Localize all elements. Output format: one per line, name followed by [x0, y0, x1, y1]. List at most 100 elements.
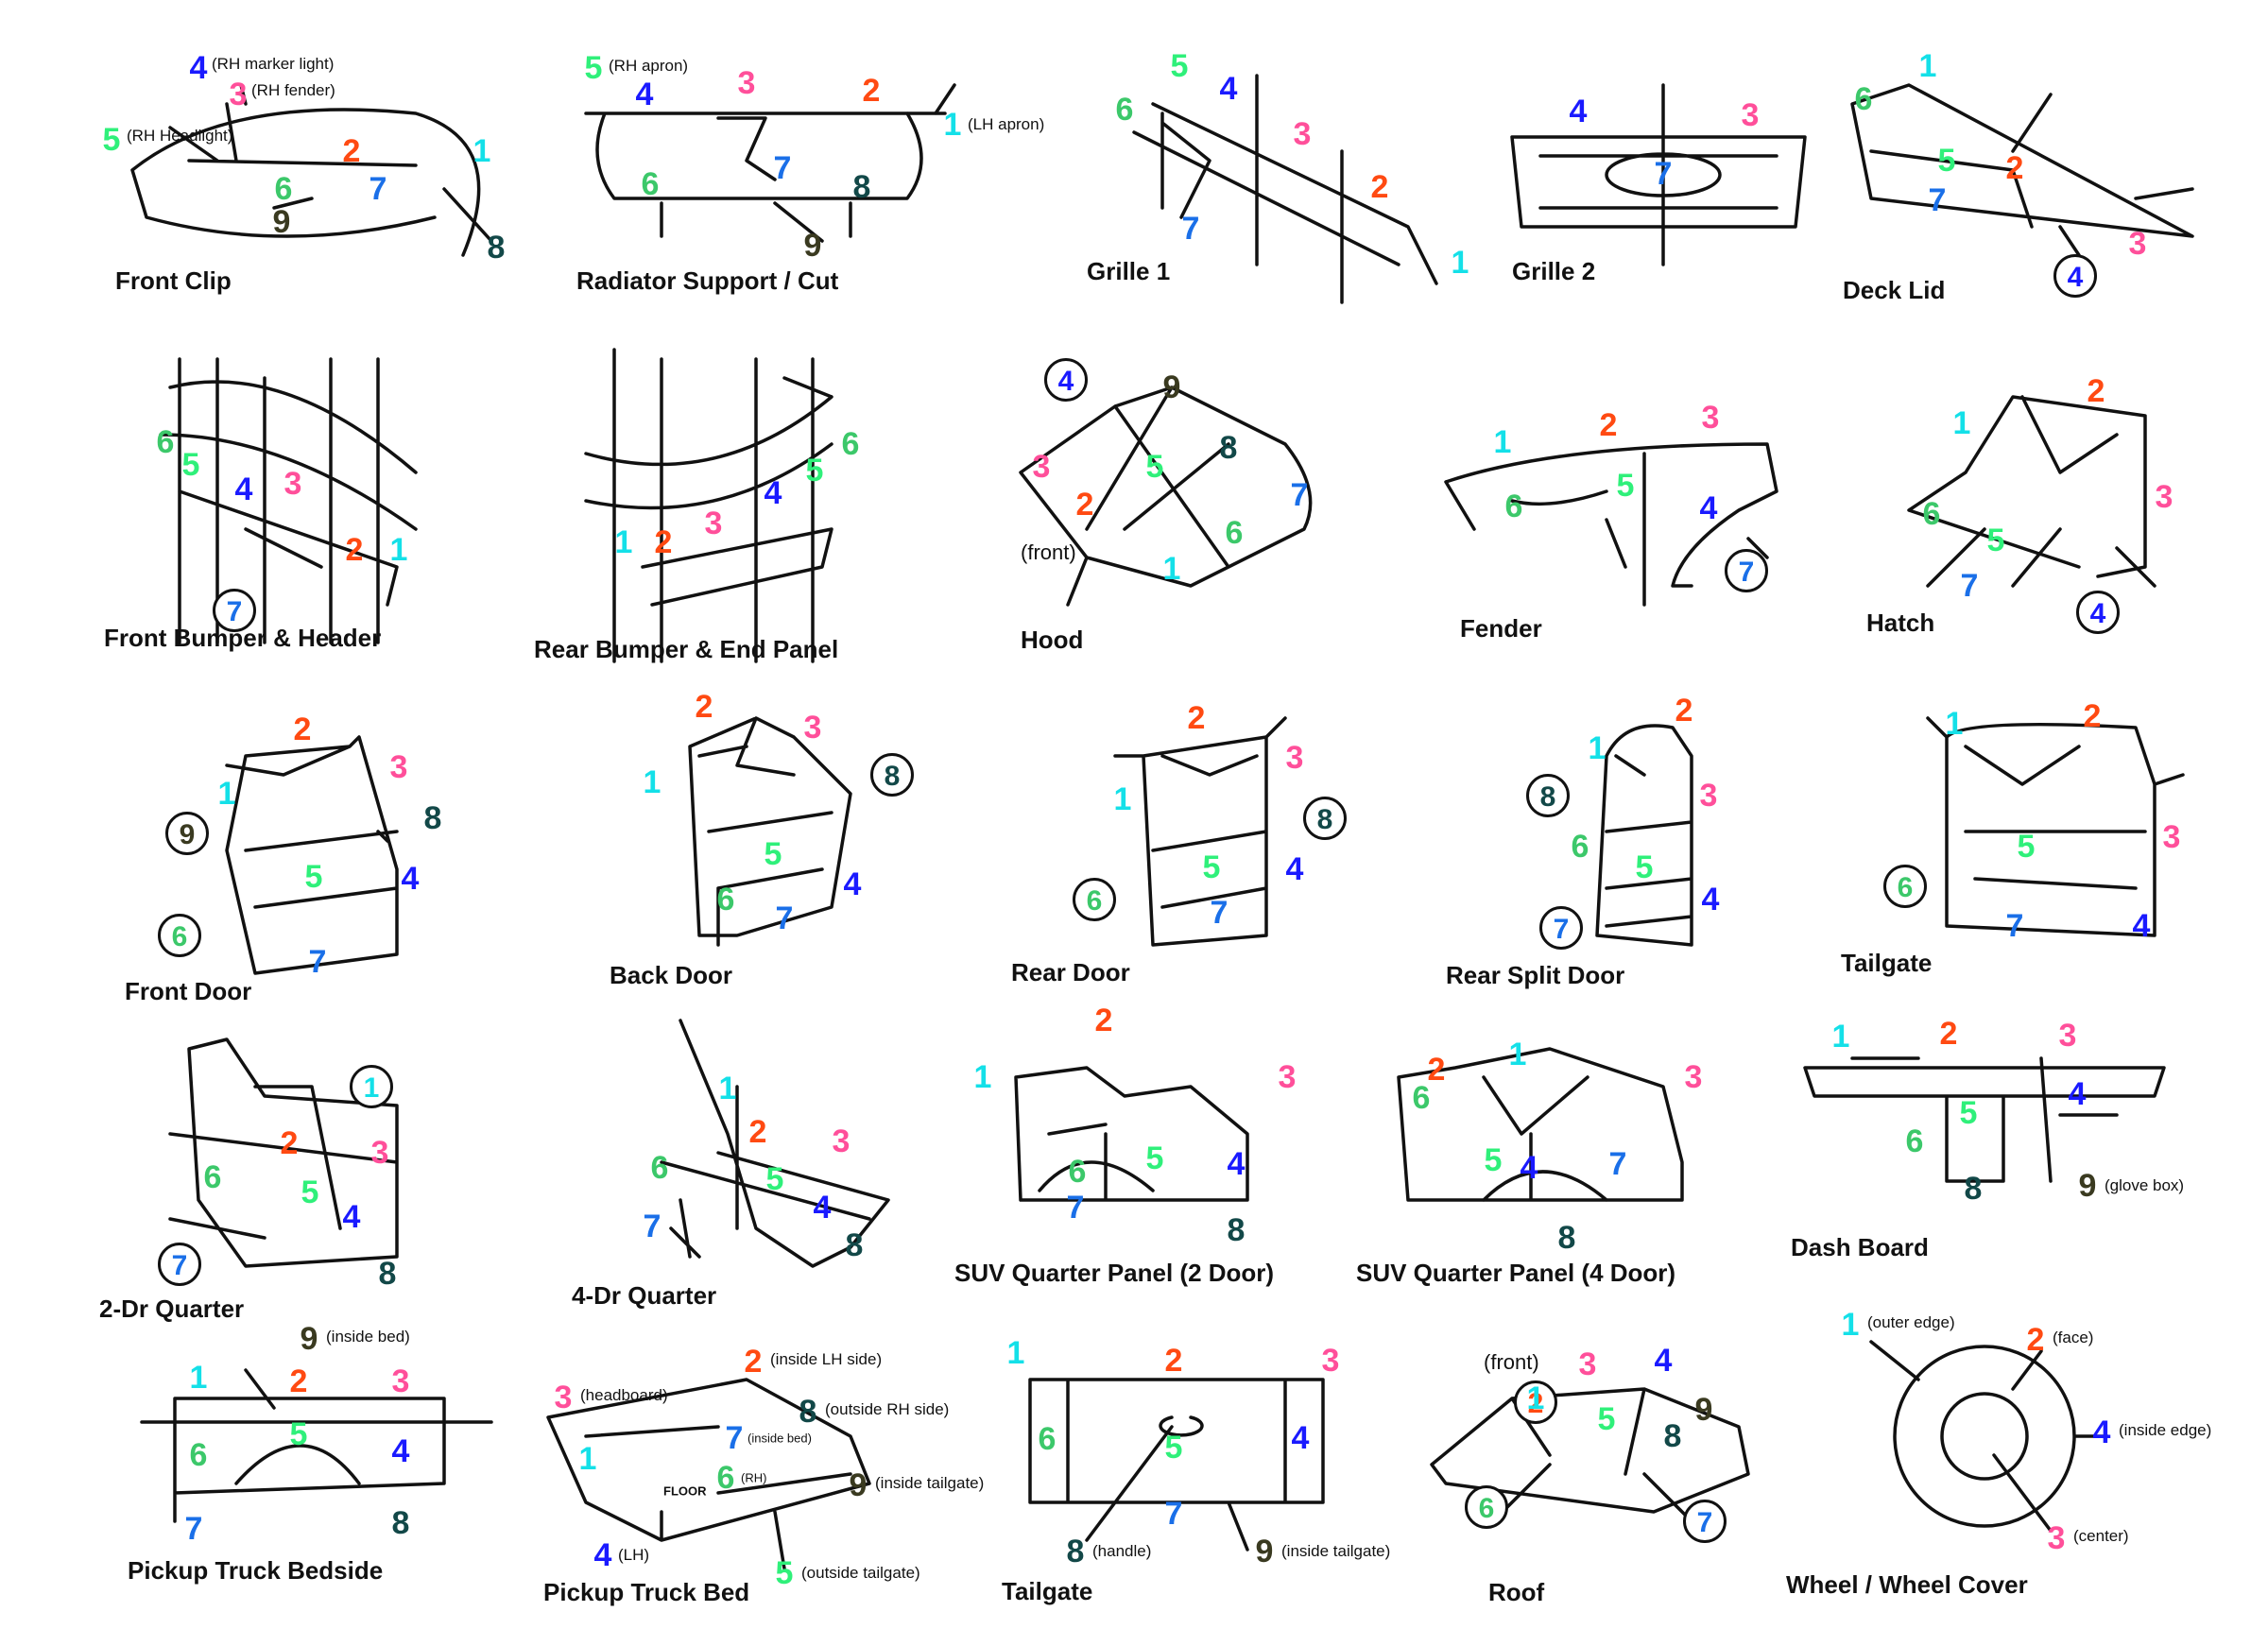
area-number-label: 3 [554, 1380, 573, 1415]
part-drawing-grille-2-3 [1510, 83, 1807, 266]
area-number-label: 1 [643, 764, 662, 800]
area-number-label: 7 [725, 1420, 744, 1456]
area-number-label: 6 [1412, 1080, 1431, 1116]
area-number-label: 3 [389, 749, 408, 785]
area-number-label: 6 [1571, 829, 1589, 865]
area-number-label: 1 [1945, 706, 1964, 742]
area-number-label: 1 [472, 133, 491, 169]
area-number-label: 7 [1654, 156, 1673, 192]
area-number-label: 5 [1202, 849, 1221, 885]
part-drawing-pickup-truck-bed-21 [546, 1378, 871, 1570]
part-title-4-dr-quarter: 4-Dr Quarter [572, 1281, 717, 1310]
area-number-label: 1 [614, 524, 633, 560]
part-drawing-rear-bumper-end-panel-6 [584, 348, 833, 663]
area-number-label: 3 [1578, 1346, 1597, 1382]
area-number-label: 3 [2047, 1520, 2066, 1556]
area-number-label: 6 [1038, 1421, 1057, 1457]
area-number-label: 8 [870, 753, 914, 797]
area-number-label: 7 [1928, 182, 1947, 218]
area-number-label: 4 [2092, 1415, 2111, 1450]
area-number-label: 4 [764, 475, 782, 511]
area-note: (inside edge) [2119, 1421, 2212, 1439]
area-number-label: 2 [345, 532, 364, 568]
part-title-wheel-wheel-cover: Wheel / Wheel Cover [1786, 1570, 2028, 1599]
area-number-label: 1 [1162, 551, 1181, 587]
part-title-deck-lid: Deck Lid [1843, 276, 1946, 304]
part-drawing-4-dr-quarter-16 [660, 1019, 890, 1268]
area-number-label: 3 [1293, 116, 1312, 152]
area-number-label: 6 [1883, 865, 1927, 908]
area-number-label: 4 [1701, 882, 1720, 917]
area-number-label: 4 [391, 1433, 410, 1469]
area-number-label: 5 [2017, 829, 2036, 865]
area-number-label: 7 [158, 1243, 201, 1286]
area-number-label: 6 [1073, 878, 1116, 921]
area-number-label: 2 [342, 133, 361, 169]
part-title-back-door: Back Door [610, 961, 733, 989]
area-number-label: 5 [1145, 1140, 1164, 1176]
part-title-grille-1: Grille 1 [1087, 257, 1171, 285]
area-number-label: 2 [1187, 700, 1206, 736]
area-number-label: 3 [1278, 1059, 1297, 1095]
area-number-label: 4 [1291, 1420, 1310, 1456]
part-title-grille-2: Grille 2 [1512, 257, 1596, 285]
area-number-label: 7 [2005, 908, 2024, 944]
area-number-label: 9 [165, 812, 209, 855]
part-title-tailgate: Tailgate [1002, 1577, 1093, 1605]
area-number-label: 6 [156, 424, 175, 460]
area-number-label: 7 [369, 171, 387, 207]
area-number-label: 9 [1694, 1392, 1713, 1428]
area-number-label: 4 [189, 50, 208, 86]
part-drawing-wheel-wheel-cover-24 [1869, 1340, 2109, 1533]
part-drawing-deck-lid-4 [1850, 83, 2194, 257]
part-drawing-back-door-11 [688, 716, 852, 947]
part-title-2-dr-quarter: 2-Dr Quarter [99, 1295, 245, 1323]
part-title-rear-split-door: Rear Split Door [1446, 961, 1625, 989]
area-number-label: 4 [234, 472, 253, 507]
area-number-label: 4 [1520, 1150, 1538, 1186]
part-title-fender: Fender [1460, 614, 1542, 643]
area-number-label: 6 [716, 882, 735, 917]
area-note: (handle) [1092, 1542, 1152, 1560]
area-number-label: 3 [704, 506, 723, 541]
area-number-label: 6 [189, 1437, 208, 1473]
area-note: (center) [2073, 1527, 2129, 1545]
area-number-label: 3 [229, 77, 248, 112]
area-number-label: 7 [1960, 568, 1979, 604]
area-note: (outside RH side) [825, 1400, 950, 1418]
area-number-label: 3 [737, 65, 756, 101]
area-number-label: 5 [584, 50, 603, 86]
area-number-label: 5 [1145, 449, 1164, 485]
area-number-label: 8 [845, 1227, 864, 1263]
area-number-label: 3 [832, 1123, 850, 1159]
part-title-hatch: Hatch [1866, 609, 1935, 637]
area-number-label: 5 [805, 453, 824, 489]
area-note: (headboard) [580, 1386, 668, 1404]
area-number-label: 6 [203, 1159, 222, 1195]
part-drawing-2-dr-quarter-15 [168, 1037, 399, 1268]
area-number-label: 2 [1164, 1343, 1183, 1379]
area-number-label: 6 [1905, 1123, 1924, 1159]
area-note: (face) [2053, 1329, 2094, 1346]
area-number-label: 2 [1514, 1380, 1557, 1424]
part-title-pickup-truck-bed: Pickup Truck Bed [543, 1578, 750, 1606]
area-number-label: 6 [841, 426, 860, 462]
area-number-label: 7 [1181, 211, 1200, 247]
area-number-label: 8 [378, 1256, 397, 1292]
part-title-tailgate: Tailgate [1841, 949, 1933, 977]
area-number-label: 6 [274, 171, 293, 207]
area-number-label: 7 [1683, 1500, 1727, 1543]
part-title-radiator-support-cut: Radiator Support / Cut [576, 266, 839, 295]
area-number-label: 6 [641, 166, 660, 202]
area-number-label: 5 [1635, 849, 1654, 885]
area-number-label: 1 [1831, 1019, 1850, 1054]
part-title-pickup-truck-bedside: Pickup Truck Bedside [128, 1556, 384, 1585]
area-number-label: 2 [1675, 693, 1693, 729]
part-annotation: (front) [1021, 540, 1076, 564]
part-title-roof: Roof [1488, 1578, 1545, 1606]
part-drawing-front-door-10 [225, 735, 399, 975]
area-note: (outer edge) [1867, 1313, 1955, 1331]
area-number-label: 1 [1588, 730, 1606, 766]
area-note: (inside bed) [747, 1431, 812, 1446]
area-number-label: 3 [1285, 740, 1304, 776]
